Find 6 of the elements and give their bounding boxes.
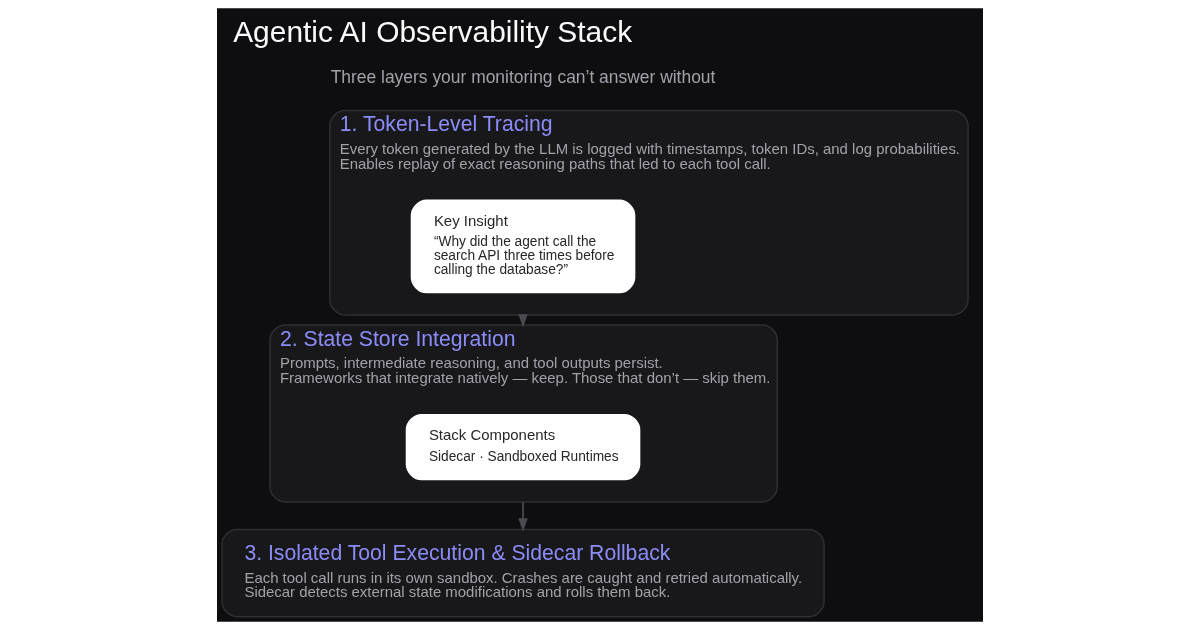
- node-box: 3. Isolated Tool Execution & Sidecar Rollback Each tool call runs in its own sandbox. Crashes are caught and retried automatically. Sidecar detects external state modifications and rolls them back.: [221, 528, 825, 618]
- node-box: Key Insight “Why did the agent call the search API three times before calling the database?”: [410, 199, 636, 294]
- diagram-title: Agentic AI Observability Stack: [233, 15, 633, 49]
- label: Three layers your monitoring can’t answer without: [330, 66, 716, 87]
- arrow: [518, 501, 528, 532]
- node-box: Stack Components Sidecar · Sandboxed Runtimes: [405, 413, 641, 481]
